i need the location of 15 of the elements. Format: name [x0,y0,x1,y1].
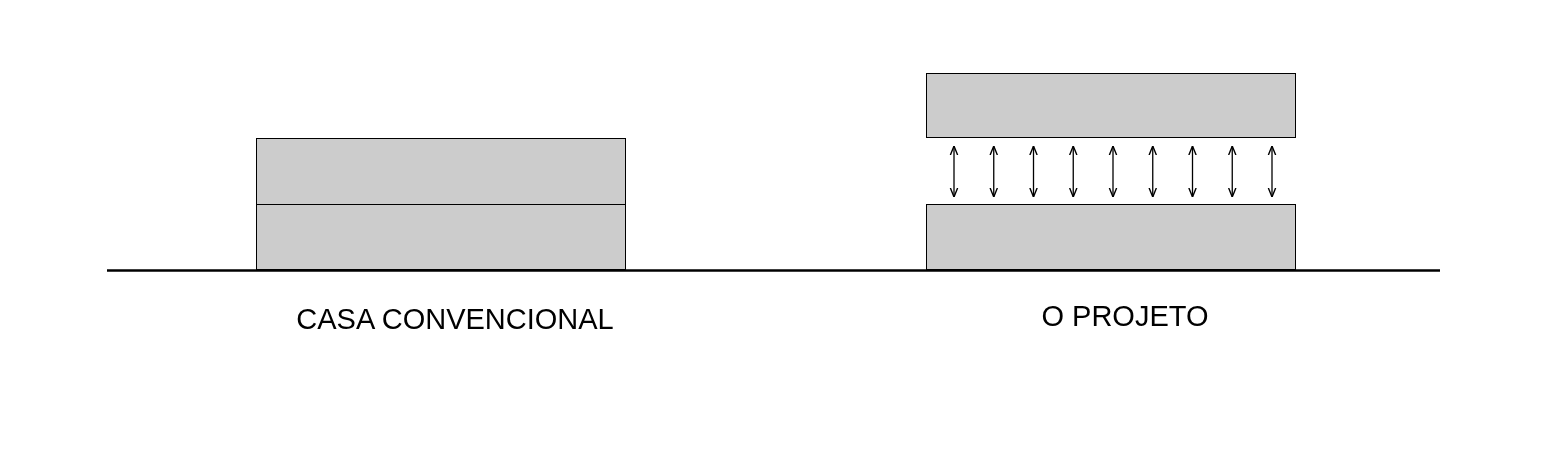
double-arrow [1148,145,1158,198]
caption-label: O PROJETO [1041,300,1209,333]
double-arrow [989,145,999,198]
double-arrow [1267,145,1277,198]
block [926,73,1296,138]
double-arrow [1029,145,1038,198]
block [256,204,626,270]
double-arrow [949,145,959,198]
block [256,138,626,205]
caption-label: CASA CONVENCIONAL [296,303,614,336]
double-arrow [1108,145,1118,198]
block [926,204,1296,270]
double-arrow [1068,145,1078,198]
double-arrow [1188,145,1197,198]
double-arrow [1227,145,1237,198]
